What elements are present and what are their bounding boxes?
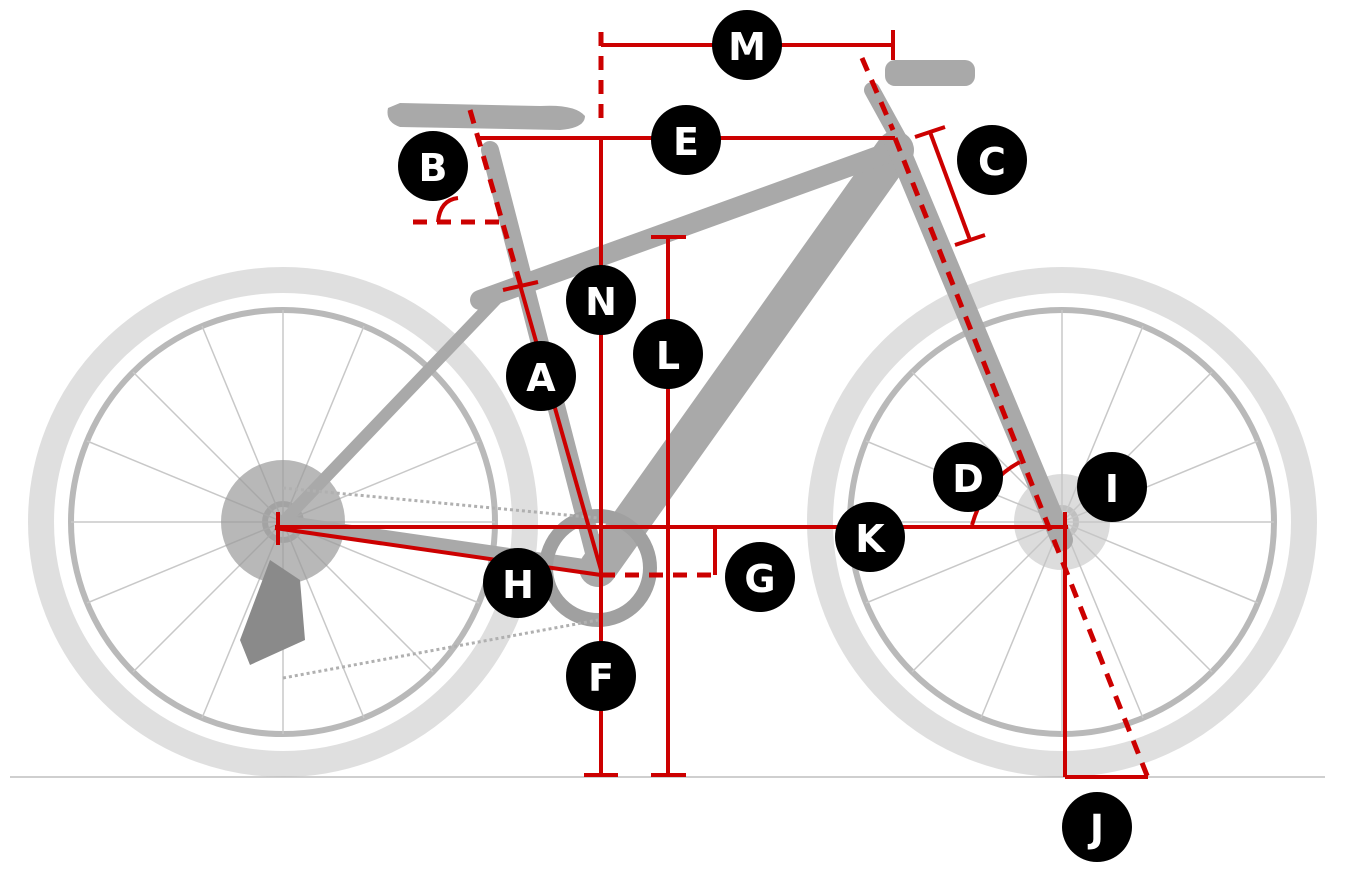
label-h: H: [502, 563, 534, 607]
label-m: M: [728, 25, 766, 69]
label-n-badge: N: [566, 265, 636, 335]
label-k-badge: K: [835, 502, 905, 572]
label-i: I: [1105, 467, 1119, 511]
label-e-badge: E: [651, 105, 721, 175]
label-n: N: [585, 280, 617, 324]
derailleur: [240, 560, 305, 665]
label-j-badge: J: [1062, 792, 1132, 862]
label-c-badge: C: [957, 125, 1027, 195]
label-l-badge: L: [633, 319, 703, 389]
label-a-badge: A: [506, 341, 576, 411]
measure-c-line: [928, 131, 972, 241]
label-e: E: [673, 120, 699, 164]
steering-axis: [892, 137, 1151, 779]
label-d: D: [952, 457, 984, 501]
measurement-lines: [274, 30, 1151, 779]
label-a: A: [526, 356, 556, 400]
label-k: K: [855, 517, 886, 561]
measure-a-line: [518, 284, 603, 571]
saddle: [387, 103, 585, 130]
badges: M E B C N L A D: [398, 10, 1147, 862]
label-f-badge: F: [566, 641, 636, 711]
label-g: G: [744, 557, 775, 601]
label-j: J: [1087, 807, 1104, 851]
label-b-badge: B: [398, 131, 468, 201]
label-c: C: [978, 140, 1006, 184]
label-i-badge: I: [1077, 452, 1147, 522]
label-g-badge: G: [725, 542, 795, 612]
label-b: B: [419, 146, 448, 190]
label-m-badge: M: [712, 10, 782, 80]
label-d-badge: D: [933, 442, 1003, 512]
label-f: F: [588, 656, 614, 700]
label-h-badge: H: [483, 548, 553, 618]
label-l: L: [656, 334, 680, 378]
